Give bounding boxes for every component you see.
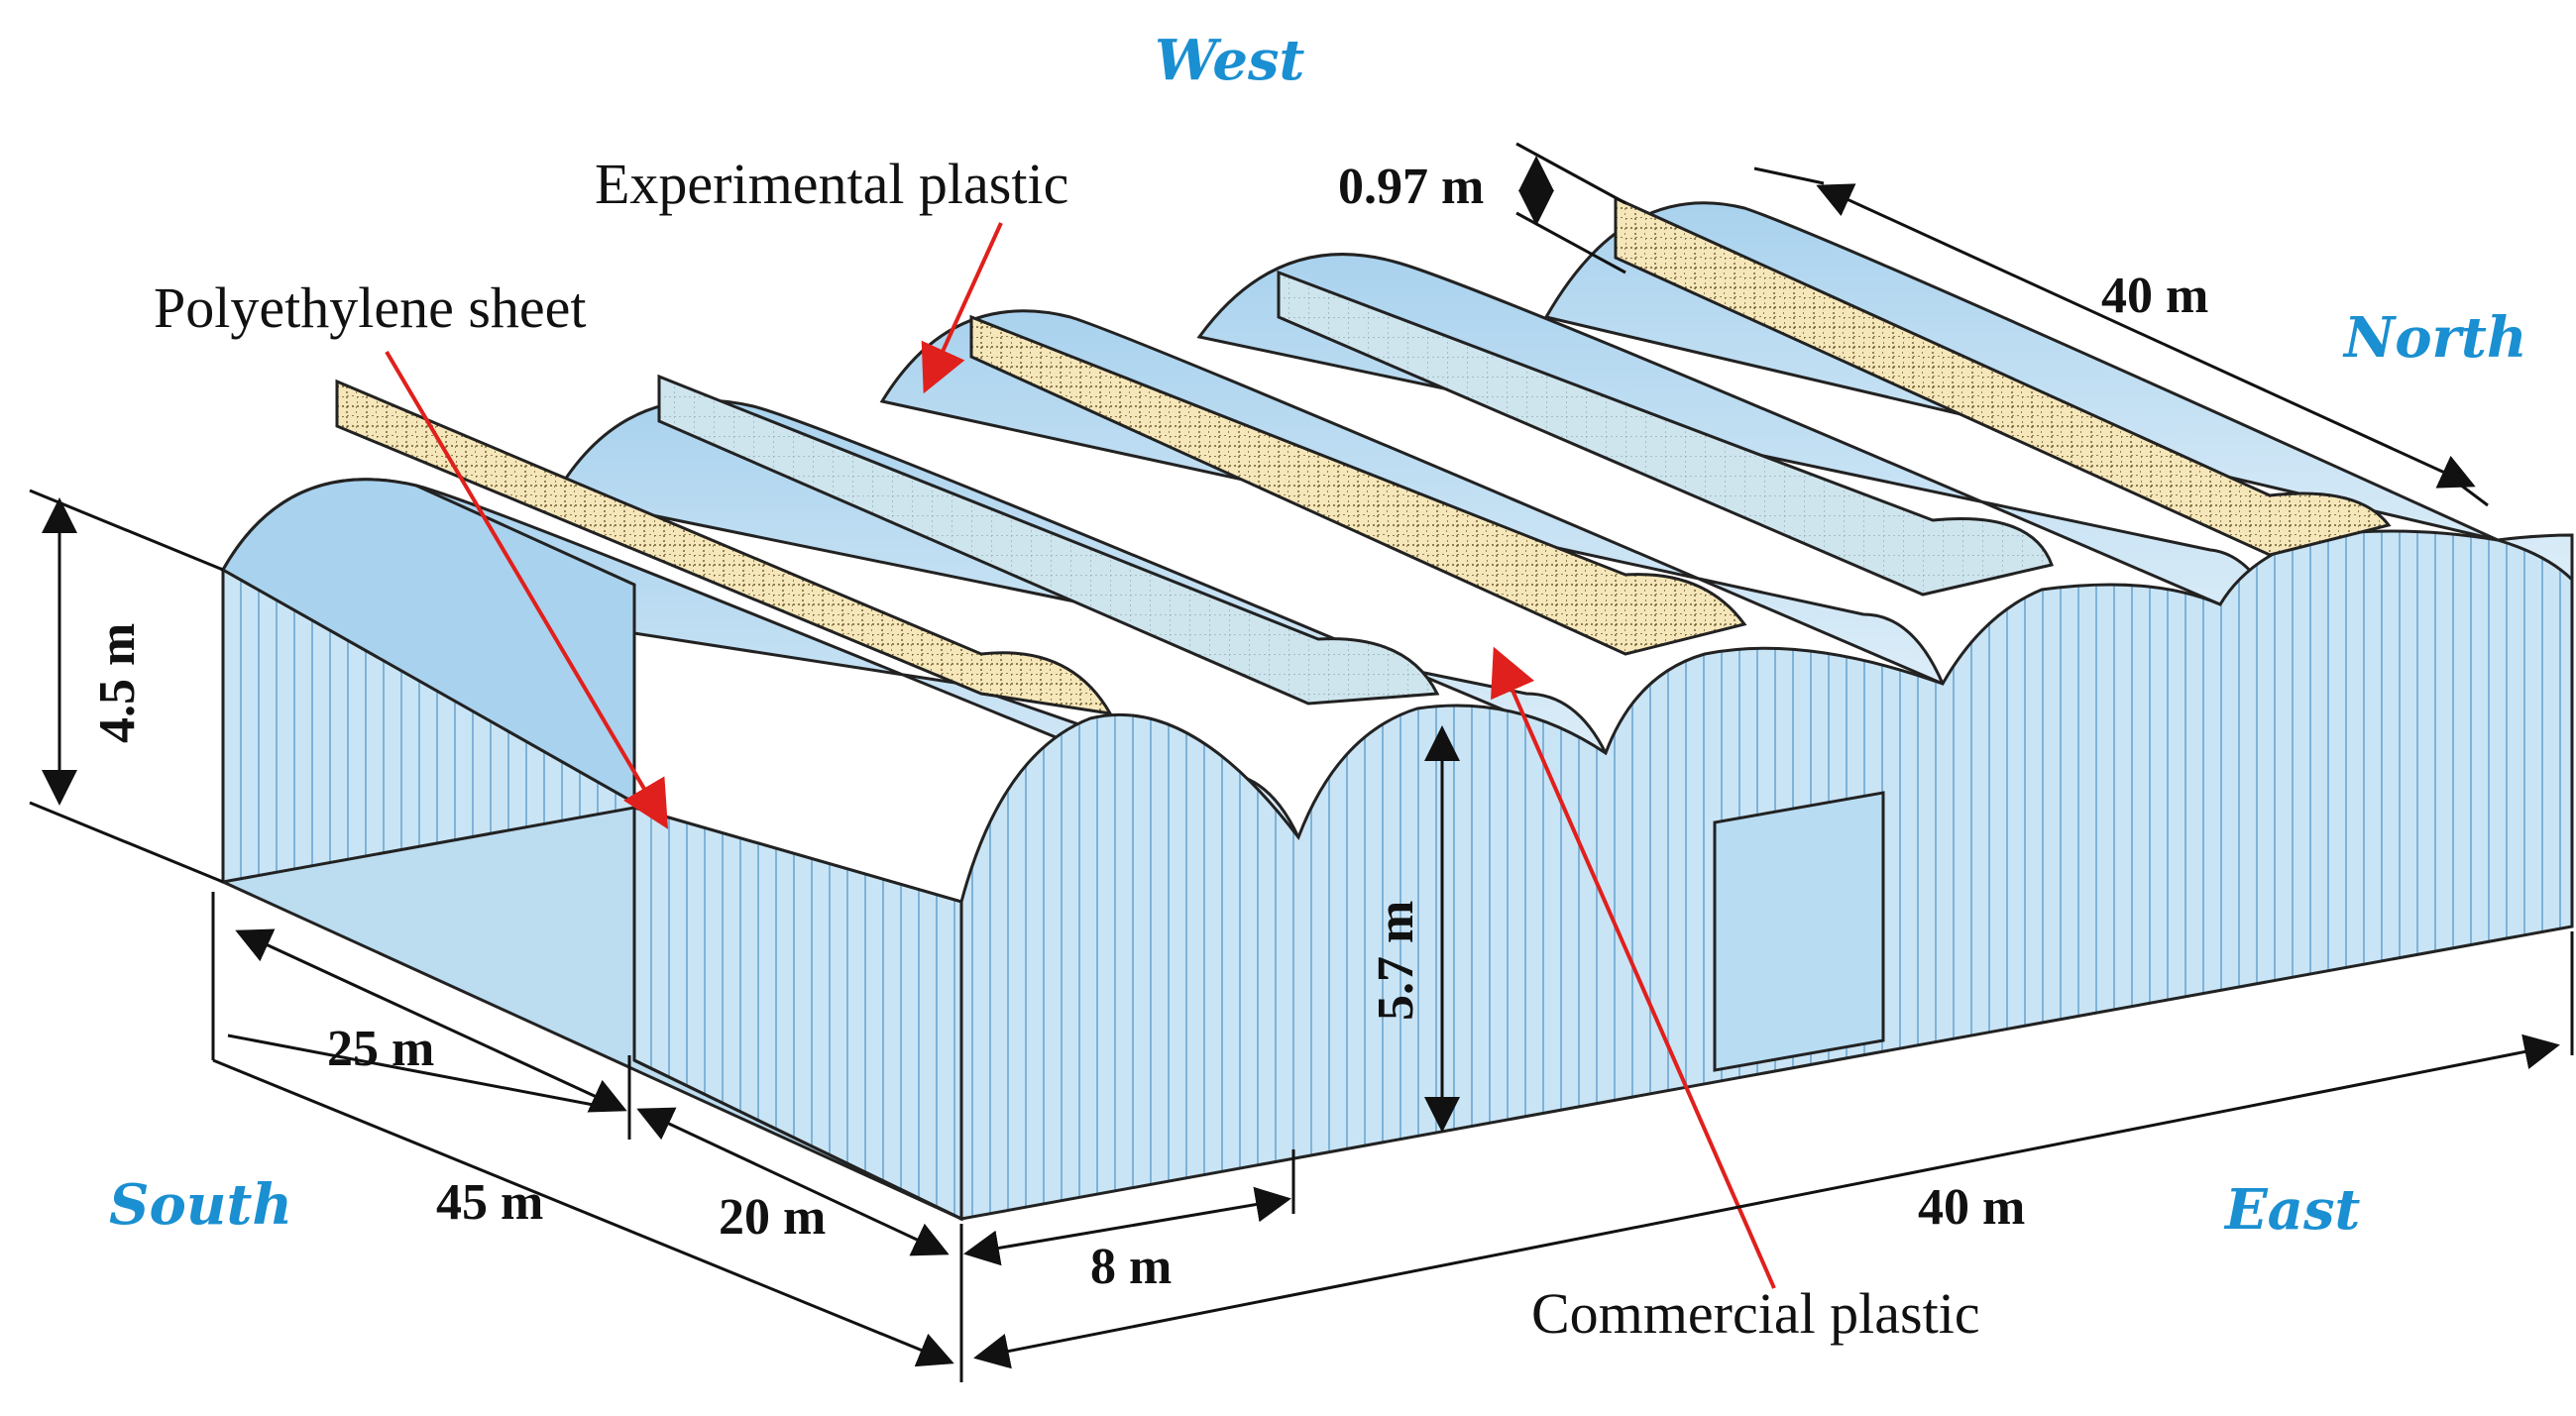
panel-experimental-4	[1277, 270, 2054, 597]
dim-label-south-total: 45 m	[436, 1174, 543, 1231]
dim-ridge-length	[1816, 183, 2476, 489]
partition-wall	[632, 806, 963, 1222]
dim-top-ext-1	[1753, 166, 1825, 185]
arrow-experimental	[921, 222, 1003, 394]
direction-east: East	[2223, 1177, 2360, 1243]
dim-label-east-length: 40 m	[1918, 1179, 2025, 1236]
direction-west: West	[1155, 28, 1304, 93]
dim-ridge-ext-1	[1515, 142, 1626, 205]
dim-south-total	[227, 1034, 620, 1112]
dimensions	[29, 142, 2574, 1382]
panel-commercial-3	[969, 314, 1747, 656]
label-polyethylene-sheet: Polyethylene sheet	[154, 275, 587, 340]
dim-east-length	[973, 1034, 2560, 1369]
dim-label-south-b: 20 m	[719, 1189, 826, 1246]
panel-polyethylene-1	[335, 379, 1113, 715]
dim-side-ext-2	[29, 801, 224, 884]
door	[1713, 791, 1885, 1072]
label-experimental-plastic: Experimental plastic	[595, 152, 1068, 216]
direction-north: North	[2342, 305, 2527, 371]
label-commercial-plastic: Commercial plastic	[1531, 1281, 1980, 1346]
panel-experimental-2	[657, 374, 1440, 706]
dim-south-b	[636, 1107, 950, 1256]
dim-label-total-height: 5.7 m	[1368, 901, 1424, 1021]
arrow-polyethylene	[385, 350, 669, 829]
dim-label-ridge-length: 40 m	[2101, 268, 2208, 324]
south-end-arch	[220, 478, 636, 806]
dim-label-side-height: 4.5 m	[89, 623, 146, 743]
dim-label-south-a: 25 m	[327, 1021, 434, 1077]
dim-label-bay-width: 8 m	[1090, 1239, 1172, 1295]
direction-south: South	[109, 1172, 292, 1238]
dim-top-ext-2	[2447, 474, 2489, 507]
dim-label-ridge-height: 0.97 m	[1338, 159, 1484, 215]
dim-south-45	[212, 1058, 954, 1367]
dim-south-a	[235, 928, 627, 1113]
south-wall	[218, 478, 963, 1222]
